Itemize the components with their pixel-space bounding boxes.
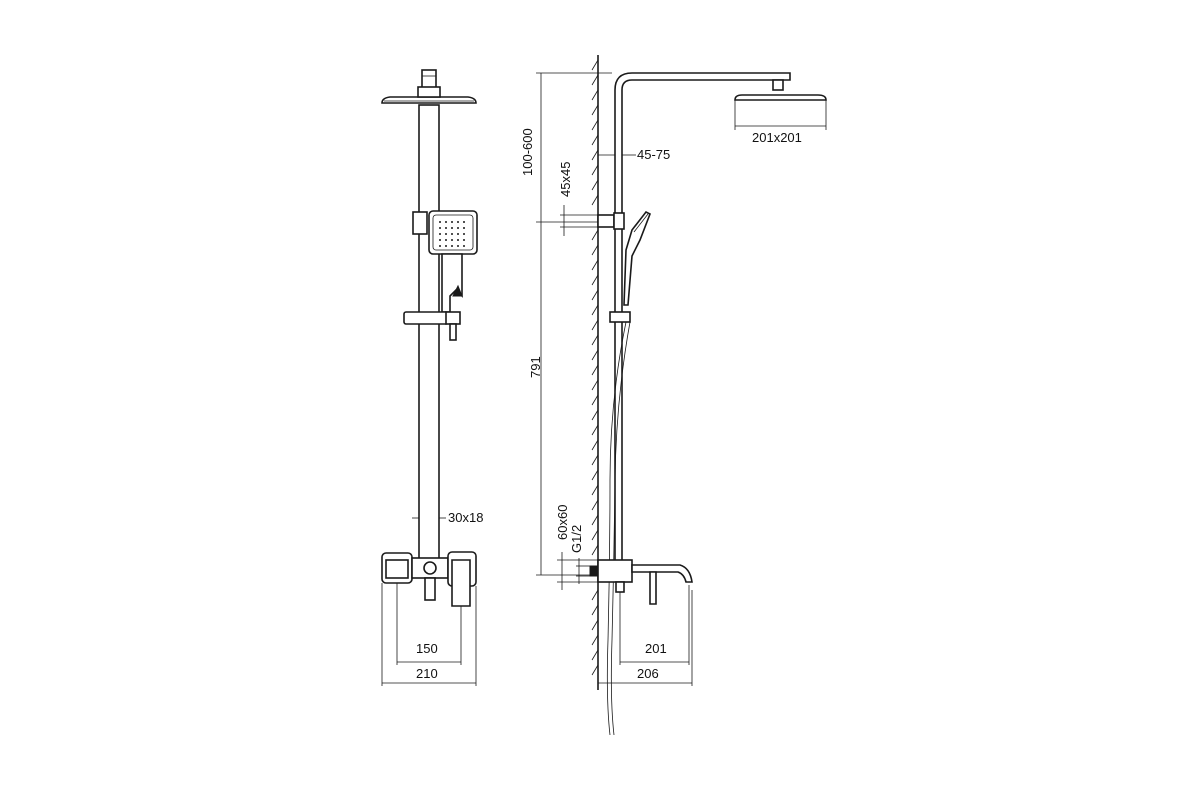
overhead-head-front	[381, 96, 477, 104]
mixer-side	[597, 559, 633, 583]
top-connector	[421, 69, 437, 89]
dim-mixer-block: 60x60	[555, 505, 570, 540]
slider-holder-side	[609, 311, 631, 323]
dim-total-depth: 206	[637, 666, 659, 681]
dim-rod-length: 791	[528, 356, 543, 378]
wall-bracket	[597, 214, 615, 228]
dim-total-width: 210	[416, 666, 438, 681]
side-view: 100-600 45x45 45-75 201x201 791 60x60 G1…	[520, 55, 827, 736]
riser-pipe	[614, 72, 791, 560]
dim-ceiling-height: 100-600	[520, 128, 535, 176]
spout-front	[424, 577, 436, 601]
dim-spout-length: 201	[645, 641, 667, 656]
spout-side	[631, 564, 693, 583]
dim-rod-section: 30x18	[448, 510, 483, 525]
dim-wall-offset: 45-75	[637, 147, 670, 162]
wall-connector	[589, 565, 599, 577]
upper-holder-front	[412, 211, 428, 235]
dim-head-size: 201x201	[752, 130, 802, 145]
overhead-head-side	[734, 94, 827, 101]
mixer-lever-side	[649, 571, 657, 605]
nozzle-dots	[439, 221, 465, 247]
main-rod-front	[418, 104, 440, 561]
wall-hatching	[591, 59, 599, 676]
front-view: 30x18 150 210	[381, 69, 483, 686]
slider-holder-front	[403, 311, 449, 325]
hand-shower-handle-front	[441, 253, 463, 313]
hose	[606, 321, 627, 736]
dim-thread: G1/2	[569, 525, 584, 553]
dim-wall-bracket: 45x45	[558, 162, 573, 197]
mixer-lever-front	[451, 559, 471, 607]
dim-axis-distance: 150	[416, 641, 438, 656]
hand-shower-side	[623, 210, 652, 306]
hand-shower-head-front	[428, 210, 478, 255]
